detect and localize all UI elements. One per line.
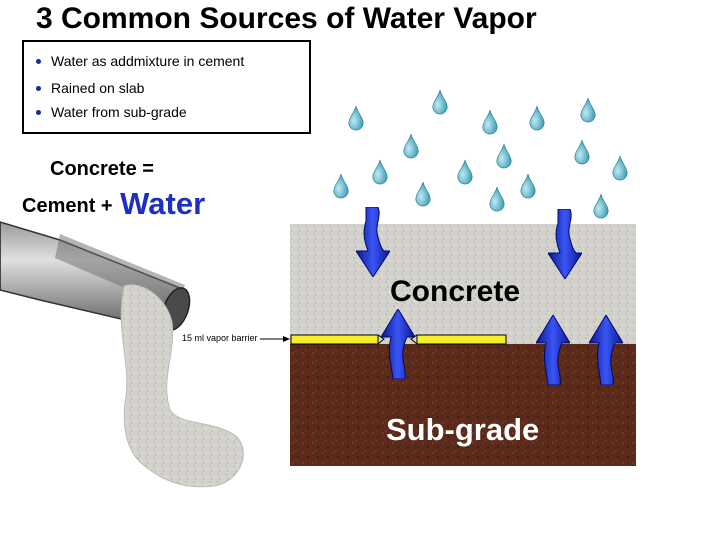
equation-prefix: Cement + — [22, 195, 113, 217]
water-drop-icon — [496, 143, 512, 169]
bullet-icon — [36, 85, 41, 91]
subgrade-layer — [290, 344, 636, 466]
equation-water-word: Water — [120, 186, 206, 221]
source-label: Water from sub-grade — [51, 104, 187, 120]
water-drop-icon — [520, 173, 536, 199]
water-drop-icon — [489, 186, 505, 212]
page-title: 3 Common Sources of Water Vapor — [36, 2, 537, 35]
water-drop-icon — [432, 89, 448, 115]
concrete-layer — [290, 224, 636, 344]
bullet-icon — [36, 58, 41, 64]
pouring-concrete — [120, 284, 244, 488]
water-drop-icon — [457, 159, 473, 185]
sources-list: Water as addmixture in cement Rained on … — [22, 40, 311, 134]
equation-line-2: Cement + Water — [22, 186, 205, 222]
barrier-pointer-arrowhead — [283, 336, 290, 342]
concrete-label: Concrete — [390, 275, 521, 308]
water-drop-icon — [403, 133, 419, 159]
rain-drops — [333, 89, 628, 219]
water-drop-icon — [348, 105, 364, 131]
source-item-subgrade: Water from sub-grade — [36, 104, 187, 120]
bullet-icon — [36, 109, 41, 115]
water-drop-icon — [529, 105, 545, 131]
subgrade-label: Sub-grade — [386, 412, 540, 447]
water-drop-icon — [372, 159, 388, 185]
source-label: Water as addmixture in cement — [51, 53, 245, 69]
water-drop-icon — [580, 97, 596, 123]
source-item-admixture: Water as addmixture in cement — [36, 53, 244, 69]
water-drop-icon — [482, 109, 498, 135]
water-drop-icon — [574, 139, 590, 165]
vapor-barrier — [290, 334, 507, 345]
water-drop-icon — [593, 193, 609, 219]
equation-line-1: Concrete = — [50, 158, 154, 180]
water-drop-icon — [333, 173, 349, 199]
source-label: Rained on slab — [51, 80, 145, 96]
vapor-barrier-label: 15 ml vapor barrier — [182, 333, 258, 343]
source-item-rain: Rained on slab — [36, 80, 144, 96]
water-drop-icon — [415, 181, 431, 207]
water-drop-icon — [612, 155, 628, 181]
